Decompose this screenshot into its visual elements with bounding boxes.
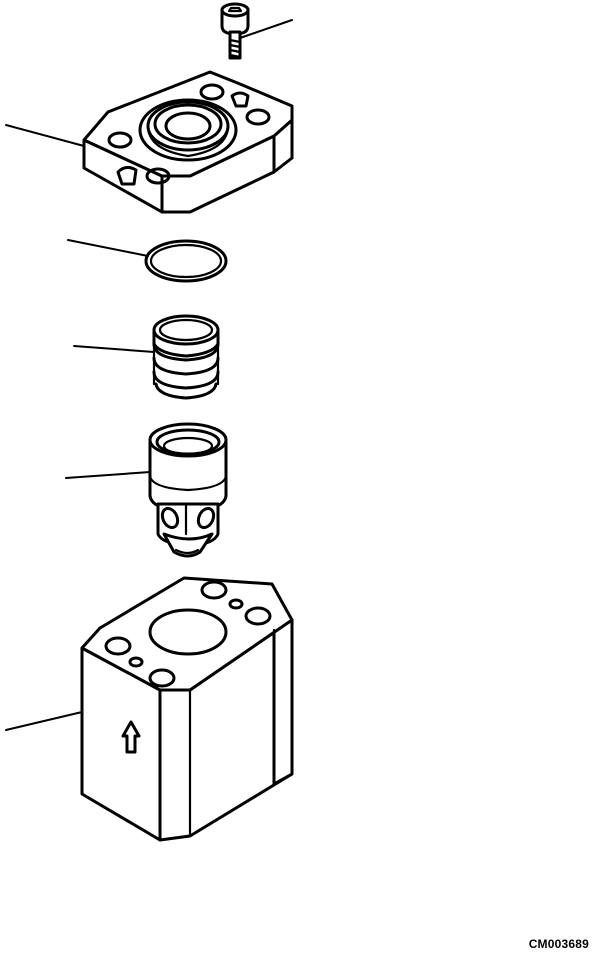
spring-leader-line (73, 345, 155, 353)
bolt-part (220, 2, 250, 60)
flow-arrow-icon (121, 720, 141, 754)
valve-spool-part (148, 422, 228, 558)
valve-body-part (80, 576, 294, 842)
valve-body-leader-line (5, 711, 83, 731)
bolt-leader-line (239, 19, 293, 39)
valve-spool-leader-line (65, 471, 151, 479)
flange-cover-part (82, 70, 294, 214)
figure-code-label: CM003689 (528, 937, 589, 951)
o-ring-leader-line (67, 239, 149, 257)
o-ring-part (144, 239, 228, 283)
flange-cover-leader-line (5, 124, 85, 147)
spring-part (152, 314, 220, 400)
